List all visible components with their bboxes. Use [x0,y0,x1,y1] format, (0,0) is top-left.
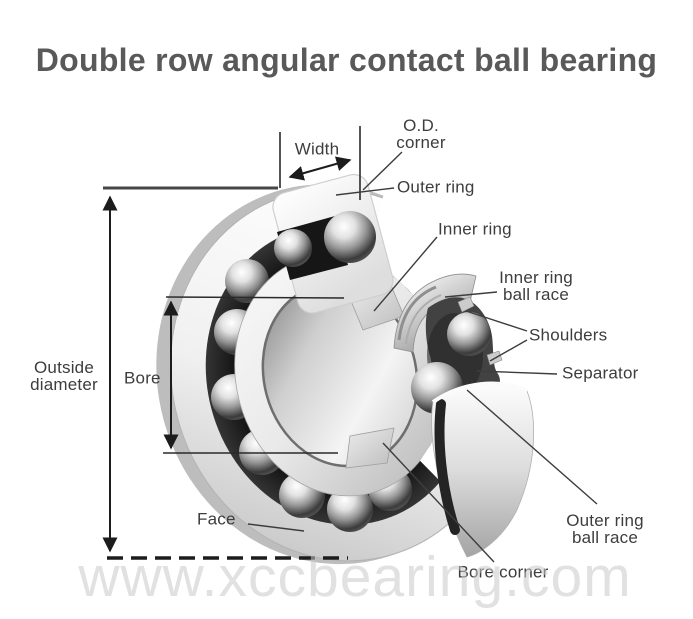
bore-top-tick [165,296,345,299]
ball [274,229,312,267]
bore-corner-label: Bore corner [457,564,548,581]
inner-ring-ball-race-leader [444,291,498,298]
bore-corner-leader [382,442,495,563]
separator-cage [411,296,503,418]
od-corner-line1: O.D. [403,116,439,135]
ball [324,211,376,263]
outer-ring-ball-race-line1: Outer ring [566,511,644,530]
outer-ring-ball-race-label: Outer ring ball race [566,512,644,546]
face-label: Face [197,511,236,528]
outer-ring-label-text: Outer ring [397,177,475,197]
face-label-text: Face [197,509,236,529]
od-corner-label: O.D. corner [396,117,445,151]
outer-ring-leader [335,187,395,196]
inner-ring-leader [373,236,438,312]
inner-ring-race-segment [393,273,477,353]
inner-ring-cut-face-bottom [345,427,395,469]
inner-ring-ball-race-line1: Inner ring [499,268,573,287]
shoulders-leader-upper [465,310,528,332]
shoulder-tab [457,296,475,313]
inner-ring-ball-race-label: Inner ring ball race [499,269,573,303]
outside-diameter-label: Outside diameter [30,359,98,393]
bore-label-text: Bore [124,368,161,388]
bore-label: Bore [124,370,161,387]
od-corner-line2: corner [396,133,446,152]
separator-label: Separator [562,365,638,382]
inner-ring-ball-race-line2: ball race [502,285,570,304]
outside-diameter-line2: diameter [30,375,98,394]
shoulders-leader-lower [489,339,528,362]
outer-ring-label: Outer ring [397,179,475,196]
leader-lines [247,151,598,563]
ball [447,312,491,356]
inner-ring-label-text: Inner ring [438,219,512,239]
outer-ring-cross-section [272,173,394,314]
face-leader [247,523,305,532]
shoulders-label: Shoulders [529,327,607,344]
separator-label-text: Separator [562,363,639,383]
width-dimension-arrow [288,156,352,181]
outside-diameter-line1: Outside [34,358,94,377]
width-label: Width [295,141,339,158]
shoulders-label-text: Shoulders [529,325,608,345]
width-label-text: Width [294,139,340,159]
separator-leader [476,370,558,375]
outer-ring-ball-race-leader [466,389,598,505]
inner-ring-label: Inner ring [438,221,512,238]
od-corner-leader [362,151,403,191]
bore-corner-label-text: Bore corner [457,562,549,582]
outer-ring-ball-race-line2: ball race [571,528,639,547]
page-title: Double row angular contact ball bearing [35,42,658,78]
